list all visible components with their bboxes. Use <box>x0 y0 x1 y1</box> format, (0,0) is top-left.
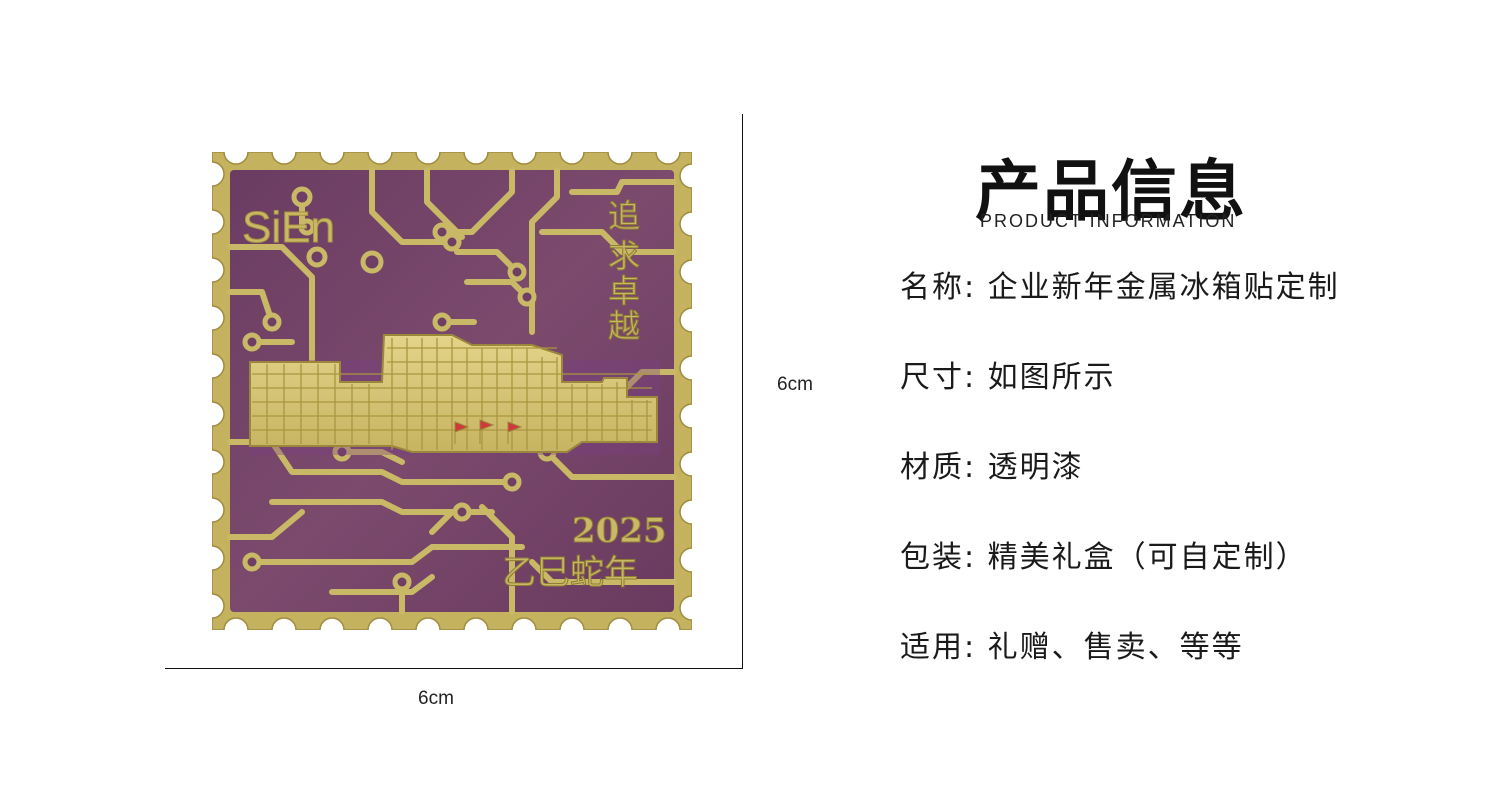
info-row-packaging: 包装: 精美礼盒（可自定制） <box>900 532 1340 622</box>
info-row-name: 名称: 企业新年金属冰箱贴定制 <box>900 262 1340 352</box>
info-row-material: 材质: 透明漆 <box>900 442 1340 532</box>
building-grid <box>252 338 652 450</box>
info-label: 名称: <box>900 270 977 305</box>
height-dimension-label: 6cm <box>777 374 813 395</box>
info-label: 材质: <box>900 450 977 485</box>
logo-text: SiEn <box>242 203 335 252</box>
info-value: 企业新年金属冰箱贴定制 <box>987 270 1340 305</box>
info-value: 透明漆 <box>987 450 1084 485</box>
section-subtitle: PRODUCT INFORMATION <box>980 211 1237 231</box>
info-label: 包装: <box>900 540 977 575</box>
info-label: 适用: <box>900 630 977 665</box>
info-row-size: 尺寸: 如图所示 <box>900 352 1340 442</box>
info-value: 礼赠、售卖、等等 <box>987 630 1244 665</box>
section-title: 产品信息 <box>975 152 1247 230</box>
info-list: 名称: 企业新年金属冰箱贴定制 尺寸: 如图所示 材质: 透明漆 包装: 精美礼… <box>900 262 1340 712</box>
info-value: 精美礼盒（可自定制） <box>987 540 1308 575</box>
year-text: 2025 <box>572 511 667 551</box>
width-dimension-label: 6cm <box>418 688 454 709</box>
svg-text:卓: 卓 <box>608 272 640 310</box>
height-dimension-line <box>742 114 743 669</box>
info-value: 如图所示 <box>987 360 1116 395</box>
svg-text:追: 追 <box>608 197 640 235</box>
flags <box>454 419 523 444</box>
building-relief <box>249 334 660 455</box>
zodiac-text: 乙巳蛇年 <box>502 553 638 593</box>
svg-text:求: 求 <box>608 237 640 275</box>
slogan-vertical: 追 求 卓 越 <box>608 197 641 346</box>
info-row-usage: 适用: 礼赠、售卖、等等 <box>900 622 1340 712</box>
fridge-magnet-image: SiEn 追 求 卓 越 2025 乙巳蛇年 <box>212 152 692 630</box>
info-label: 尺寸: <box>900 360 977 395</box>
width-dimension-line <box>165 668 743 669</box>
svg-text:越: 越 <box>608 307 640 345</box>
